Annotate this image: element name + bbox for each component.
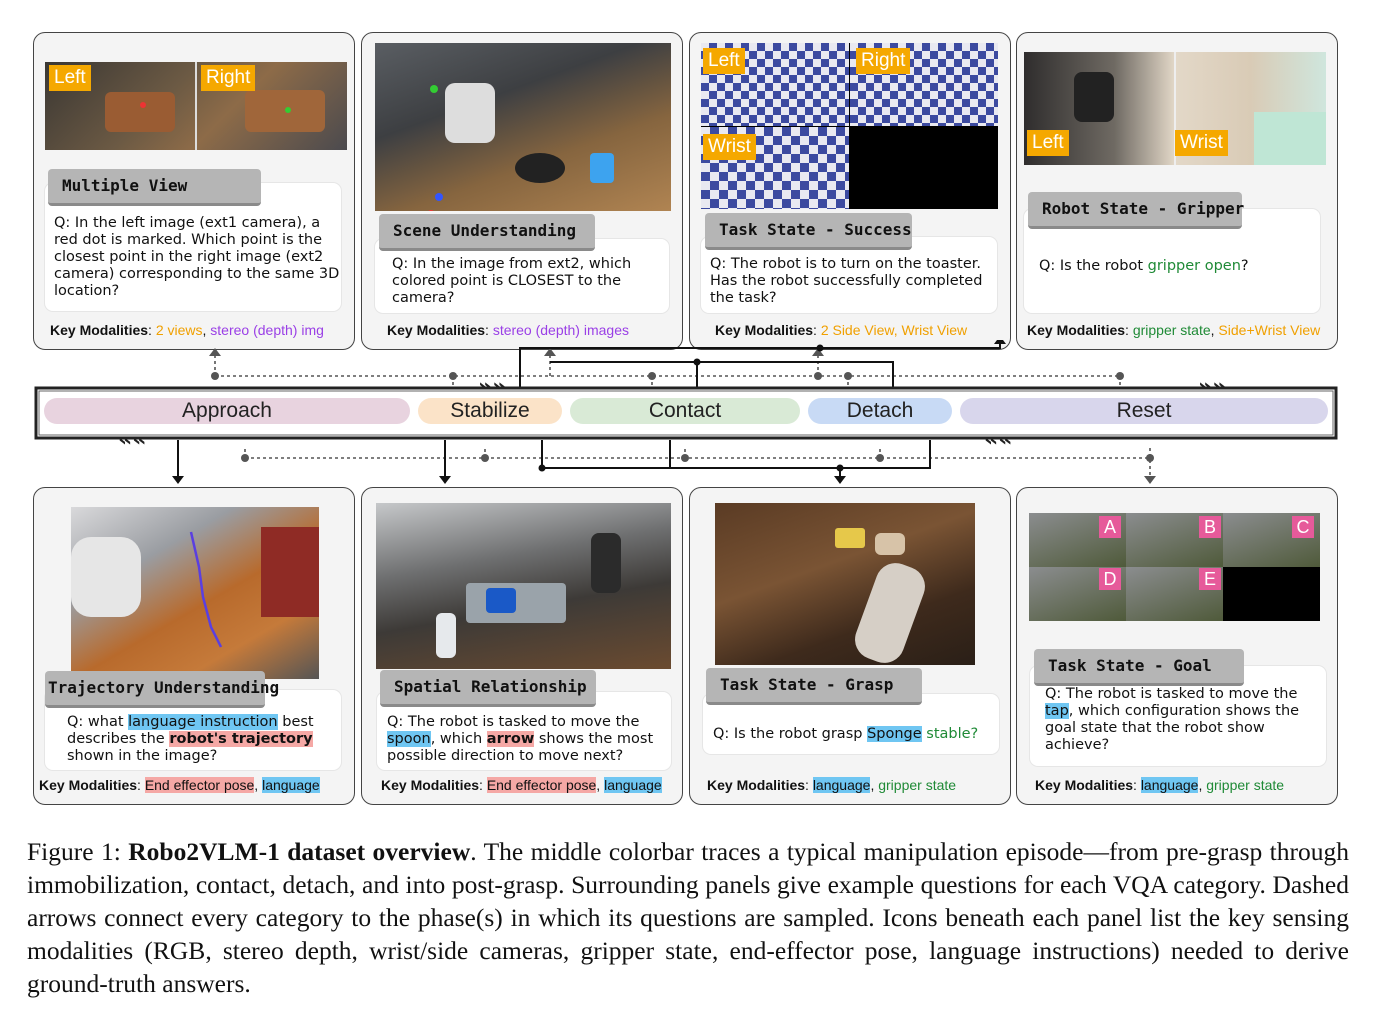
panel-grasp: Task State - Grasp Q: Is the robot grasp… [689,487,1011,805]
question-text: Q: The robot is to turn on the toaster. … [710,256,983,306]
key-modalities: Key Modalities: language, gripper state [1035,777,1285,793]
panel-multiple-view: Left Right Multiple View Q: In the left … [33,32,355,350]
category-title: Trajectory Understanding [45,671,279,708]
key-modalities: Key Modalities: End effector pose, langu… [39,777,320,793]
phase-reset: Reset [960,398,1328,424]
option-a: A [1099,516,1121,538]
key-modalities: Key Modalities: 2 views, stereo (depth) … [50,322,324,338]
option-e: E [1199,568,1221,590]
key-modalities: Key Modalities: stereo (depth) images [387,322,629,338]
phase-detach: Detach [808,398,952,424]
tag-left: Left [703,48,745,74]
panel-task-success: Left Right Wrist Task State - Success Q:… [689,32,1011,350]
spatial-photo [376,503,671,669]
goal-photo [1029,513,1320,621]
phase-contact: Contact [570,398,800,424]
panel-trajectory: Trajectory Understanding Q: what languag… [33,487,355,805]
question-text: Q: Is the robot gripper open? [1039,258,1249,274]
panel-goal: A B C D E Task State - Goal Q: The robot… [1016,487,1338,805]
key-modalities: Key Modalities: 2 Side View, Wrist View [715,322,968,338]
category-title: Task State - Success [705,213,912,250]
key-modalities: Key Modalities: language, gripper state [707,777,957,793]
tag-right: Right [856,48,911,74]
question-text: Q: what language instruction best descri… [67,714,314,764]
option-b: B [1199,516,1221,538]
panel-robot-gripper: Left Wrist Robot State - Gripper Q: Is t… [1016,32,1338,350]
success-photo [701,43,998,209]
grasp-photo [715,503,975,665]
category-title: Multiple View [48,169,261,206]
scene-photo [375,43,671,211]
multiple-view-photo [45,62,347,150]
question-text: Q: Is the robot grasp Sponge stable? [713,726,979,742]
tag-left: Left [49,65,91,91]
tag-right: Right [201,65,256,91]
option-d: D [1099,568,1121,590]
figure-caption: Figure 1: Robo2VLM-1 dataset overview. T… [27,837,1349,998]
category-title: Task State - Goal [1034,649,1244,686]
key-modalities: Key Modalities: End effector pose, langu… [381,777,662,793]
category-title: Spatial Relationship [380,670,596,707]
trajectory-photo [71,507,319,679]
panel-scene-understanding: Scene Understanding Q: In the image from… [361,32,683,350]
question-text: Q: The robot is tasked to move the spoon… [387,714,654,764]
question-text: Q: The robot is tasked to move the tap, … [1045,686,1300,753]
phase-stabilize: Stabilize [418,398,562,424]
category-title: Task State - Grasp [706,668,922,705]
tag-left: Left [1027,130,1069,156]
tag-wrist: Wrist [1175,130,1228,156]
phase-approach: Approach [44,398,410,424]
question-text: Q: In the left image (ext1 camera), a re… [54,215,340,299]
panel-spatial: Spatial Relationship Q: The robot is tas… [361,487,683,805]
category-title: Scene Understanding [379,214,595,251]
category-title: Robot State - Gripper [1028,192,1244,229]
question-text: Q: In the image from ext2, which colored… [392,256,632,306]
key-modalities: Key Modalities: gripper state, Side+Wris… [1027,322,1321,338]
tag-wrist: Wrist [703,134,756,160]
option-c: C [1292,516,1314,538]
